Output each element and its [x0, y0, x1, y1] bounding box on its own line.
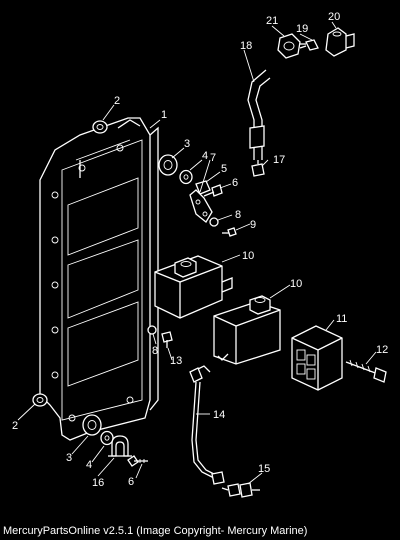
part-bushing-lower[interactable]	[82, 414, 102, 436]
callout-10-upper: 10	[242, 250, 254, 262]
part-fitting[interactable]	[251, 160, 265, 177]
part-hose-clamp[interactable]	[299, 39, 319, 51]
part-screw-coil[interactable]	[161, 331, 173, 348]
callout-9: 9	[250, 219, 256, 231]
callout-19: 19	[296, 23, 308, 35]
callout-3-upper: 3	[184, 138, 190, 150]
callout-labels: 1 2 2 3 3 4 4 5 6 6 7 8 8 9 10 10 11 12 …	[12, 11, 388, 489]
callout-5: 5	[221, 163, 227, 175]
callout-10-lower: 10	[290, 278, 302, 290]
callout-14: 14	[213, 409, 225, 421]
part-bolt[interactable]	[345, 359, 387, 383]
part-spark-plug-lead[interactable]	[189, 365, 225, 485]
callout-6-upper: 6	[232, 177, 238, 189]
callout-8-lower: 8	[152, 345, 158, 357]
callout-17: 17	[273, 154, 285, 166]
part-ignition-coil-lower[interactable]	[213, 295, 281, 365]
callout-4-lower: 4	[86, 459, 92, 471]
part-elbow-fitting[interactable]	[325, 27, 355, 57]
callout-8-upper: 8	[235, 209, 241, 221]
part-valve[interactable]	[277, 33, 306, 59]
callout-16: 16	[92, 477, 104, 489]
callout-6-lower: 6	[128, 476, 134, 488]
callout-15: 15	[258, 463, 270, 475]
callout-18: 18	[240, 40, 252, 52]
part-ignition-coil-upper[interactable]	[154, 255, 233, 319]
callout-1: 1	[161, 109, 167, 121]
leader-lines	[17, 21, 377, 485]
callout-3-lower: 3	[66, 452, 72, 464]
part-screw-lower[interactable]	[127, 455, 148, 467]
callout-2-upper: 2	[114, 95, 120, 107]
callout-2-lower: 2	[12, 420, 18, 432]
part-washer-lower[interactable]	[100, 430, 114, 446]
part-bracket[interactable]	[189, 189, 213, 223]
callout-13: 13	[170, 355, 182, 367]
part-washer-upper[interactable]	[179, 169, 193, 185]
part-screw-upper[interactable]	[203, 184, 223, 197]
callout-21: 21	[266, 15, 278, 27]
part-washer-small-lower[interactable]	[147, 325, 157, 335]
exploded-parts-diagram: 1 2 2 3 3 4 4 5 6 6 7 8 8 9 10 10 11 12 …	[12, 11, 388, 498]
part-cable-clamp[interactable]	[108, 435, 132, 457]
part-hose[interactable]	[247, 69, 271, 160]
callout-7: 7	[210, 152, 216, 164]
callout-11: 11	[336, 313, 347, 325]
callout-20: 20	[328, 11, 340, 23]
callout-12: 12	[376, 344, 388, 356]
part-grommet-upper[interactable]	[92, 120, 108, 134]
part-mounting-plate[interactable]	[39, 117, 159, 441]
part-spark-plug[interactable]	[221, 482, 260, 498]
part-bushing-upper[interactable]	[158, 154, 178, 176]
callout-4-upper: 4	[202, 150, 208, 162]
part-screw-small[interactable]	[222, 227, 237, 237]
part-switch-box[interactable]	[291, 325, 343, 391]
part-washer-small-upper[interactable]	[209, 217, 219, 227]
image-copyright-caption: MercuryPartsOnline v2.5.1 (Image Copyrig…	[3, 525, 308, 537]
part-grommet-lower[interactable]	[32, 393, 48, 407]
